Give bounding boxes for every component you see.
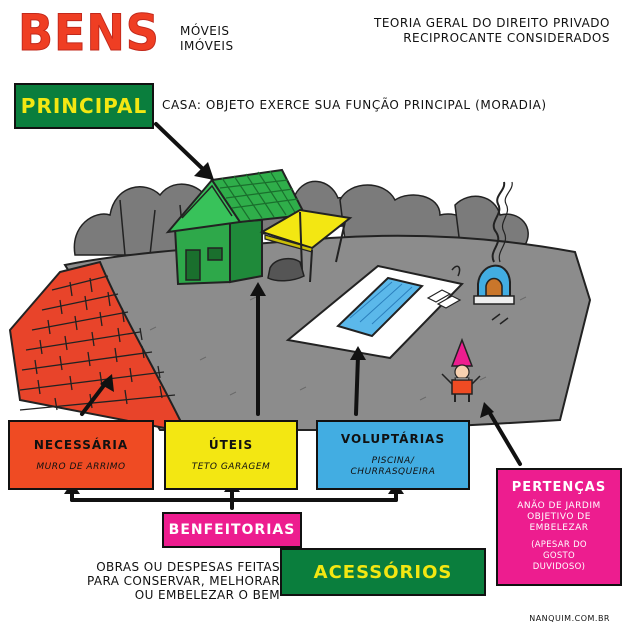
site-credit: NANQUIM.COM.BR: [529, 614, 610, 623]
pertencas-example-line-1: ANÃO DE JARDIM: [517, 501, 601, 511]
pertencas-note-line-2: GOSTO: [542, 551, 576, 561]
barbecue: [473, 181, 515, 305]
pertencas-note-line-1: (APESAR DO: [531, 540, 587, 550]
voluptarias-box: VOLUPTÁRIAS PISCINA/ CHURRASQUEIRA: [316, 420, 470, 490]
pertencas-example-line-2: OBJETIVO DE: [527, 512, 591, 522]
pertencas-note-line-3: DUVIDOSO): [532, 562, 586, 572]
pertencas-box: PERTENÇAS ANÃO DE JARDIM OBJETIVO DE EMB…: [496, 468, 622, 586]
principal-label: PRINCIPAL: [20, 94, 148, 118]
benfeitorias-description: OBRAS OU DESPESAS FEITAS PARA CONSERVAR,…: [70, 560, 280, 602]
voluptarias-example: PISCINA/ CHURRASQUEIRA: [351, 456, 436, 478]
principal-label-box: PRINCIPAL: [14, 83, 154, 129]
voluptarias-label: VOLUPTÁRIAS: [340, 432, 446, 446]
theory-line-1: TEORIA GERAL DO DIREITO PRIVADO: [374, 16, 610, 30]
voluptarias-example-line-1: PISCINA/: [371, 456, 415, 466]
page-title: BENS: [18, 4, 160, 62]
pertencas-example: ANÃO DE JARDIM OBJETIVO DE EMBELEZAR: [517, 501, 601, 534]
benfeitorias-box: BENFEITORIAS: [162, 512, 302, 548]
benfeitorias-desc-line-1: OBRAS OU DESPESAS FEITAS: [96, 560, 280, 574]
garage: [259, 208, 353, 283]
necessaria-label: NECESSÁRIA: [33, 437, 129, 452]
uteis-box: ÚTEIS TETO GARAGEM: [164, 420, 298, 490]
theory-caption: TEORIA GERAL DO DIREITO PRIVADO RECIPROC…: [350, 16, 610, 46]
title-subtitle: MÓVEIS IMÓVEIS: [180, 24, 234, 54]
acessorios-box: ACESSÓRIOS: [280, 548, 486, 596]
necessaria-box: NECESSÁRIA MURO DE ARRIMO: [8, 420, 154, 490]
house: [165, 168, 307, 286]
principal-description: CASA: OBJETO EXERCE SUA FUNÇÃO PRINCIPAL…: [162, 98, 547, 112]
theory-line-2: RECIPROCANTE CONSIDERADOS: [403, 31, 610, 45]
uteis-example: TETO GARAGEM: [191, 461, 271, 472]
benfeitorias-desc-line-3: OU EMBELEZAR O BEM: [134, 588, 280, 602]
subtitle-movable: MÓVEIS: [180, 24, 230, 38]
necessaria-example: MURO DE ARRIMO: [36, 461, 126, 472]
pertencas-label: PERTENÇAS: [511, 480, 607, 495]
retaining-wall: [8, 260, 182, 432]
benfeitorias-desc-line-2: PARA CONSERVAR, MELHORAR: [87, 574, 280, 588]
acessorios-label: ACESSÓRIOS: [313, 561, 453, 583]
pertencas-example-line-3: EMBELEZAR: [529, 523, 589, 533]
pertencas-note: (APESAR DO GOSTO DUVIDOSO): [531, 540, 587, 573]
subtitle-immovable: IMÓVEIS: [180, 39, 234, 53]
voluptarias-example-line-2: CHURRASQUEIRA: [350, 467, 436, 477]
uteis-label: ÚTEIS: [208, 437, 254, 452]
garden-gnome: [441, 337, 481, 402]
benfeitorias-label: BENFEITORIAS: [168, 522, 296, 538]
